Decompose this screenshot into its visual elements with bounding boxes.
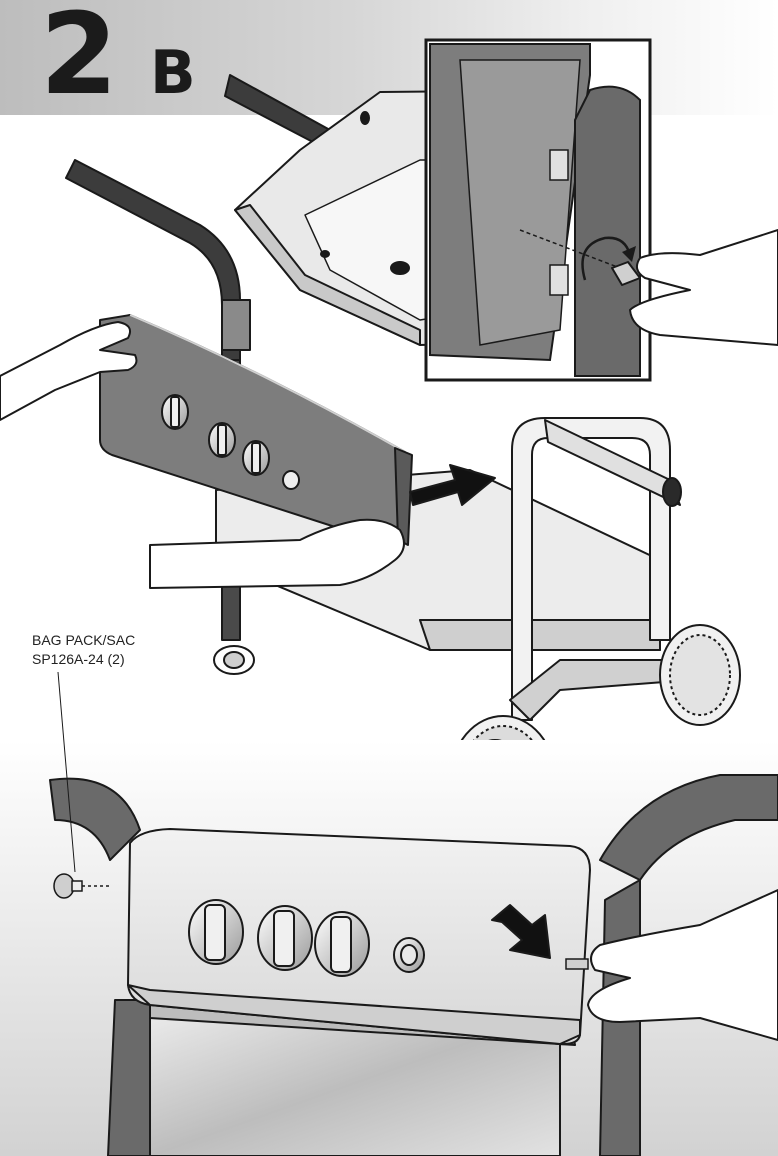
bag-pack-callout: BAG PACK/SAC SP126A-24 (2): [32, 631, 135, 669]
screw-icon: [53, 873, 589, 970]
hand-icon: [0, 321, 405, 589]
callout-leader-line: [57, 671, 76, 873]
hand-icon: [611, 229, 778, 346]
inset-detail: [424, 38, 652, 382]
grill-cart-frame: [65, 74, 691, 721]
step-number: 2: [40, 0, 118, 120]
step-letter: B: [150, 38, 196, 108]
callout-line-2: SP126A-24 (2): [32, 651, 125, 667]
arrow-icon: [409, 464, 496, 506]
control-panel-top: [99, 314, 413, 546]
rotate-arrow-icon: [581, 236, 636, 281]
igniter-button-icon: [393, 937, 425, 973]
callout-line-1: BAG PACK/SAC: [32, 632, 136, 648]
control-knob-icon: [161, 394, 270, 476]
igniter-button-icon: [282, 470, 300, 490]
arrow-icon: [491, 904, 551, 959]
control-knob-icon: [188, 899, 370, 977]
hand-icon: [587, 889, 778, 1041]
